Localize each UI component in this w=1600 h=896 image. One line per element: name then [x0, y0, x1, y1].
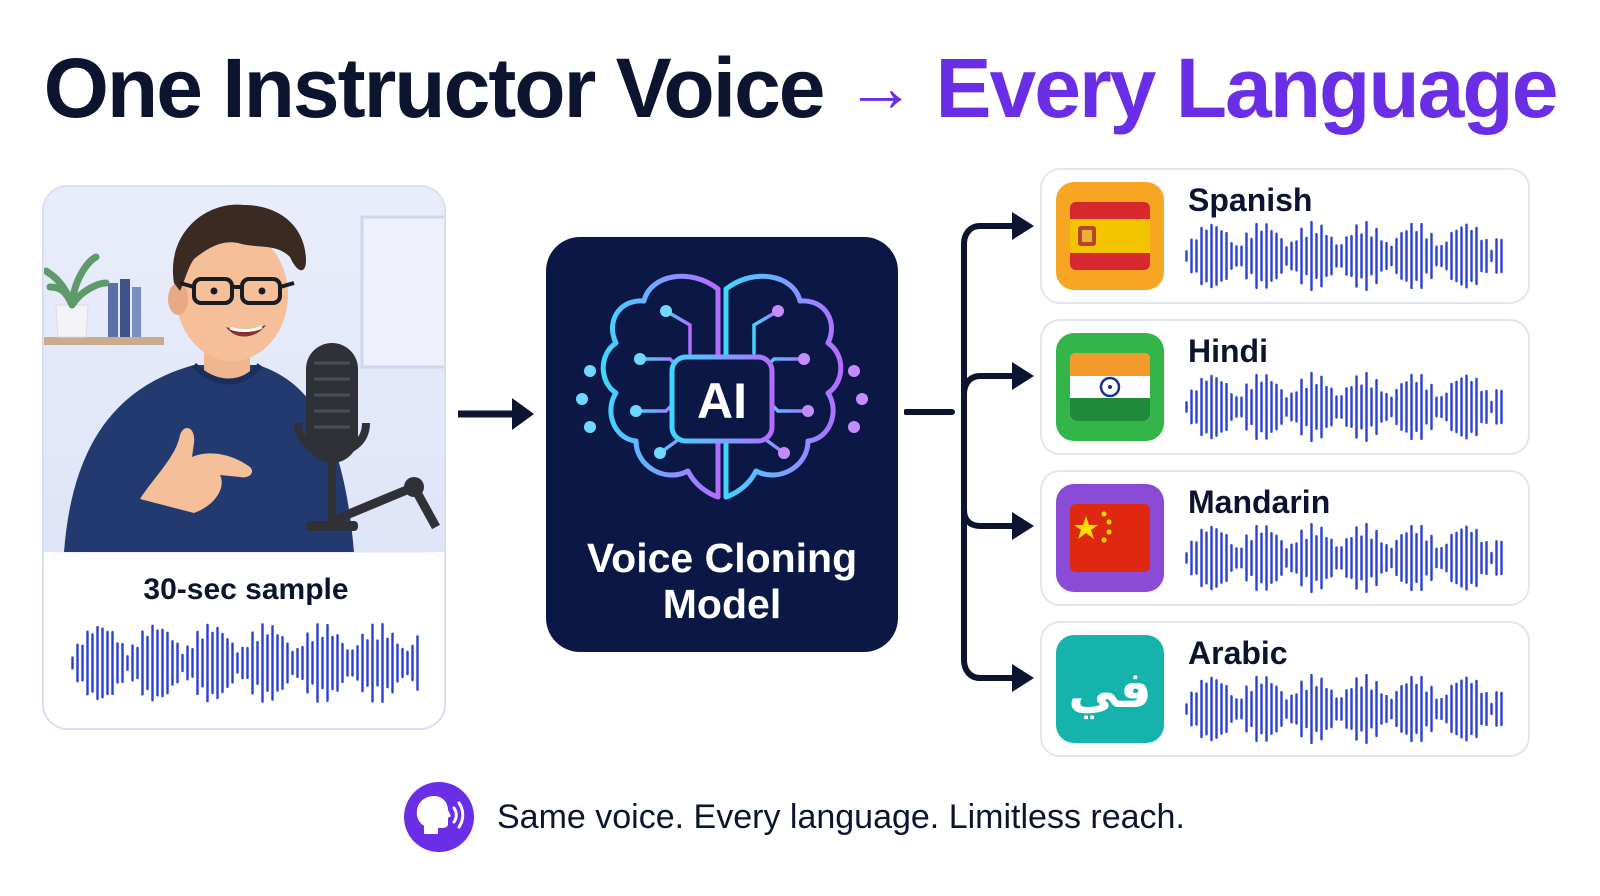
language-name-mandarin: Mandarin	[1188, 484, 1331, 520]
arabic-waveform	[1185, 673, 1503, 745]
china-flag-icon	[1070, 504, 1150, 572]
arabic-glyph: في	[1068, 661, 1151, 719]
language-card-hindi: Hindi	[1040, 319, 1530, 455]
arabic-script-icon: في	[1068, 661, 1151, 719]
input-arrow	[458, 398, 534, 430]
sample-label: 30-sec sample	[143, 573, 349, 606]
title-arrow: →	[845, 48, 916, 126]
footer-tagline: Same voice. Every language. Limitless re…	[497, 798, 1185, 836]
title-right: Every Language	[935, 41, 1559, 135]
spanish-flag-tile	[1056, 182, 1164, 290]
language-name-spanish: Spanish	[1188, 182, 1313, 218]
instructor-card: 30-sec sample	[42, 185, 446, 730]
books	[108, 283, 118, 337]
language-card-arabic: في Arabic	[1040, 621, 1530, 757]
instructor-illustration	[44, 187, 444, 552]
language-name-hindi: Hindi	[1188, 333, 1268, 369]
language-card-mandarin: Mandarin	[1040, 470, 1530, 606]
spain-flag-icon	[1070, 202, 1150, 270]
model-label-line1: Voice Cloning	[586, 535, 858, 581]
model-label: Voice Cloning Model	[546, 535, 898, 627]
speaking-head-icon	[404, 782, 474, 852]
model-label-line2: Model	[662, 581, 782, 627]
voice-cloning-model: AI Voice Cloning Model	[546, 237, 898, 652]
brain-circuit-icon: AI	[576, 273, 868, 500]
mandarin-waveform	[1185, 522, 1503, 594]
sample-panel: 30-sec sample	[44, 552, 444, 728]
sample-waveform	[71, 623, 419, 703]
arabic-glyph-tile: في	[1056, 635, 1164, 743]
india-flag-icon	[1070, 353, 1150, 421]
mandarin-flag-tile	[1056, 484, 1164, 592]
language-name-arabic: Arabic	[1188, 635, 1288, 671]
spanish-waveform	[1185, 220, 1503, 292]
page-title: One Instructor Voice→Every Language	[0, 40, 1600, 137]
hindi-waveform	[1185, 371, 1503, 443]
ai-badge: AI	[697, 373, 747, 429]
language-card-spanish: Spanish	[1040, 168, 1530, 304]
hindi-flag-tile	[1056, 333, 1164, 441]
output-branches	[904, 212, 1034, 692]
title-left: One Instructor Voice	[43, 41, 826, 135]
